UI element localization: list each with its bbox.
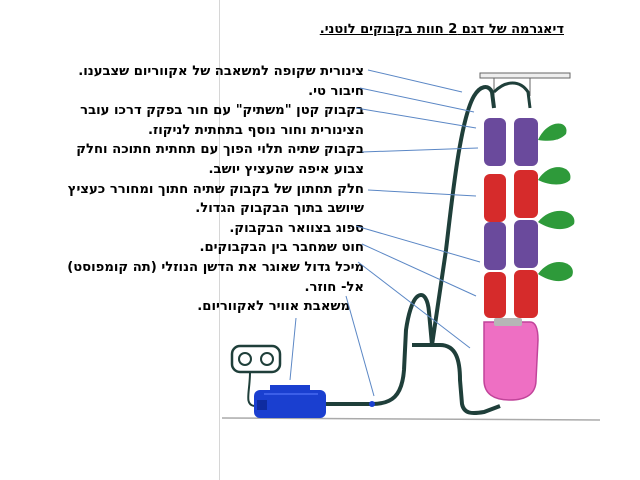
label-list: צינורית שקופה למשאבה של אקווריום שצבענו.…: [36, 62, 364, 317]
label-pot-line1: חלק תחתון של בקבוק שתיה חתוך ומחורר כעצי…: [67, 181, 364, 197]
callout-arrows: [289, 69, 481, 397]
label-tube: צינורית שקופה למשאבה של אקווריום שצבענו.: [78, 64, 364, 79]
bottle-column-right: [514, 118, 538, 318]
plants: [538, 123, 575, 282]
label-hanging-bottle-line2: צבוע איפה שהעציץ יושב.: [208, 161, 364, 177]
label-pump: משאבת אוויר לאקווריום.: [197, 299, 350, 315]
page-left-margin: [0, 0, 220, 480]
label-small-bottle-line1: בקבוק קטן "משתיק" עם חור בפקק דרכו עובר: [80, 103, 364, 119]
riser-tube-2: [492, 81, 532, 109]
reservoir-container: [483, 318, 539, 401]
label-small-bottle-line2: הצינורית וחור נוסף בתחתית לניקוז.: [147, 122, 364, 138]
label-string: חוט שמחבר בין הבקבוקים.: [199, 240, 364, 256]
power-socket: [230, 344, 282, 374]
label-tee: חיבור טי.: [308, 83, 364, 99]
riser-tube: [430, 85, 496, 346]
air-tube: [326, 293, 434, 406]
ground-line: [221, 417, 601, 421]
air-pump: [254, 385, 326, 418]
tube-valve: [369, 401, 375, 407]
label-pot-line2: שיושב בתוך הבקבוק הגדול.: [195, 201, 364, 217]
label-container-line2: אל- חוזר.: [304, 279, 364, 295]
label-hanging-bottle-line1: בקבוק שתיה תלוי הפוך עם תחתית חתוכה וחלק: [76, 142, 364, 158]
bottle-column-left: [484, 118, 506, 318]
diagram-title: דיאגרמה של דגם 2 חוות בקבוקים לוטני.: [319, 22, 564, 37]
label-sponge: ספוג בצוואר הבקבוק.: [229, 220, 364, 236]
label-container-line1: מיכל גדול שאוגר את הדשן הנוזלי (תה קומפו…: [67, 259, 364, 275]
power-cord: [247, 371, 255, 407]
tee-line: [412, 343, 501, 415]
